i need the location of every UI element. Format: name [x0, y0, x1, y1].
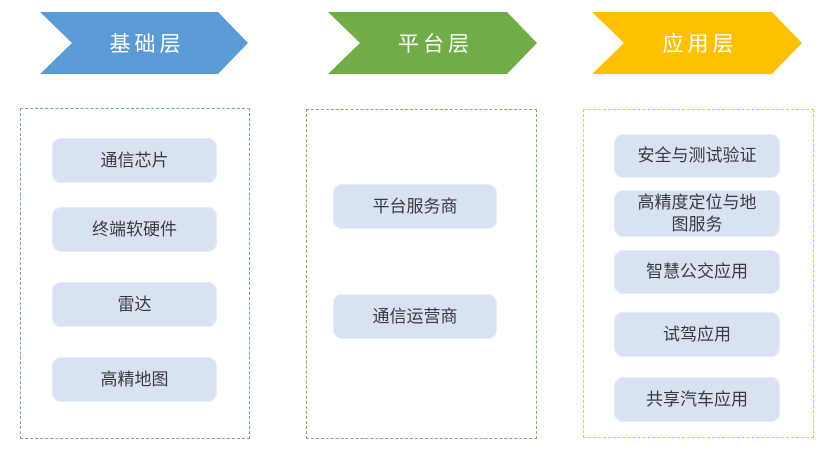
diagram-box-label: 通信芯片	[100, 150, 169, 170]
diagram-box-platform-provider: 平台服务商	[333, 184, 497, 229]
diagram-box-terminal-hw-sw: 终端软硬件	[52, 207, 217, 252]
diagram-box-label: 智慧公交应用	[646, 262, 748, 282]
diagram-box-radar: 雷达	[52, 282, 217, 327]
layer-header-label-application: 应用层	[662, 33, 738, 56]
diagram-box-car-sharing-app: 共享汽车应用	[614, 377, 780, 422]
layer-panel-application	[583, 109, 814, 438]
diagram-box-hd-map: 高精地图	[52, 357, 217, 402]
diagram-box-security-testing: 安全与测试验证	[614, 134, 780, 178]
layer-header-arrow-foundation: 基础层	[40, 12, 248, 74]
diagram-box-label: 安全与测试验证	[637, 146, 757, 166]
layer-panel-platform	[306, 109, 537, 439]
diagram-box-communication-chip: 通信芯片	[52, 138, 217, 183]
diagram-box-test-drive-app: 试驾应用	[614, 312, 780, 357]
layer-header-arrow-platform: 平台层	[328, 12, 537, 74]
layer-header-label-platform: 平台层	[398, 33, 473, 56]
diagram-box-label: 终端软硬件	[92, 219, 177, 239]
diagram-box-label: 试驾应用	[663, 324, 731, 344]
diagram-box-smart-bus-app: 智慧公交应用	[614, 250, 780, 294]
diagram-box-label: 通信运营商	[372, 306, 458, 326]
diagram-box-hd-positioning-map-service: 高精度定位与地 图服务	[614, 190, 780, 237]
layer-header-arrow-application: 应用层	[592, 12, 802, 74]
diagram-box-label: 雷达	[117, 294, 152, 314]
diagram-box-label: 共享汽车应用	[646, 389, 748, 409]
diagram-box-label: 平台服务商	[372, 196, 458, 216]
diagram-box-label: 高精度定位与地 图服务	[637, 193, 757, 234]
diagram-box-telecom-operator: 通信运营商	[333, 294, 497, 339]
layer-header-label-foundation: 基础层	[109, 33, 185, 56]
layer-panel-foundation	[20, 108, 250, 439]
diagram-box-label: 高精地图	[100, 369, 169, 389]
